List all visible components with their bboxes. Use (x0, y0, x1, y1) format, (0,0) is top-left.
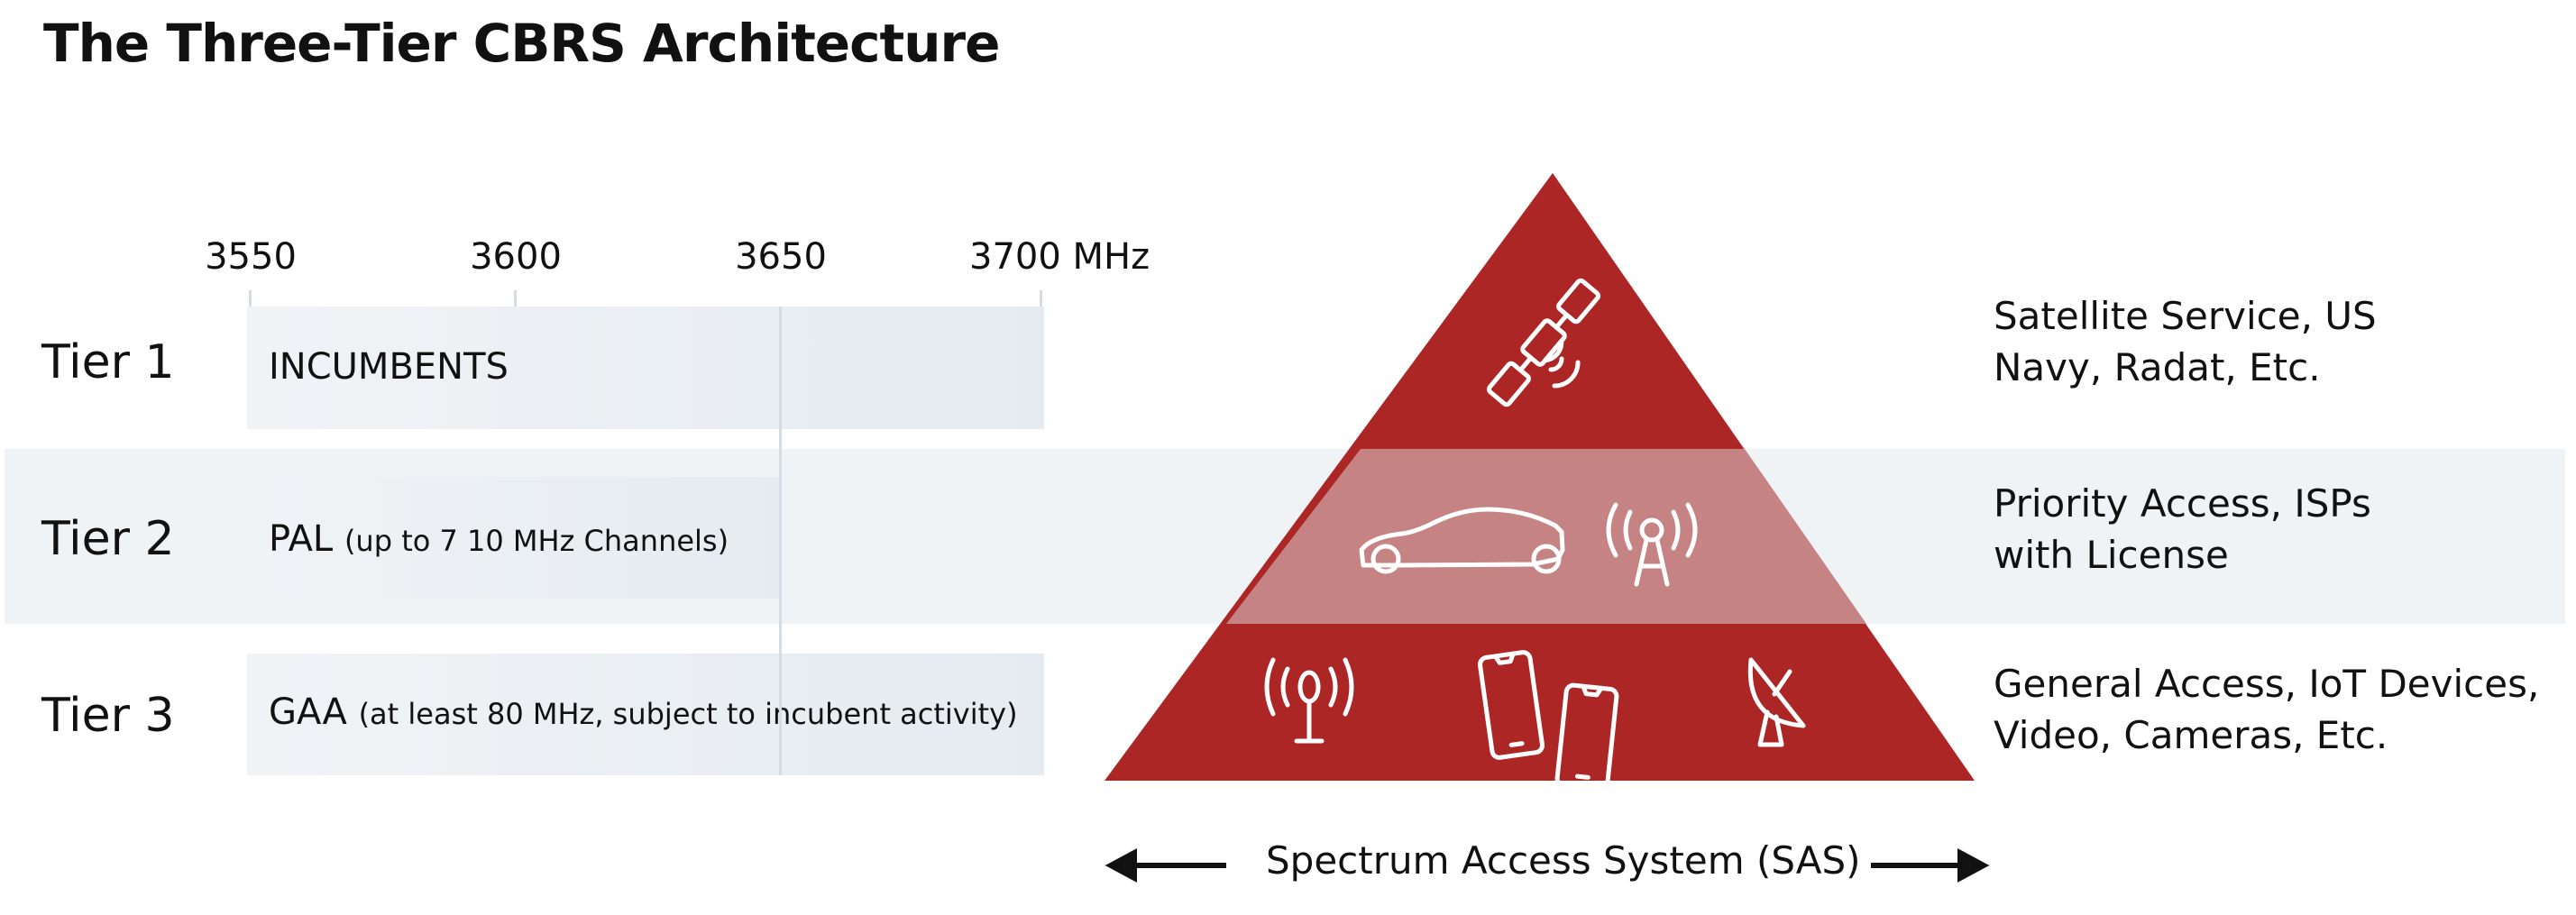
tier1-bar-label: INCUMBENTS (269, 346, 509, 388)
sas-label: Spectrum Access System (SAS) (1266, 838, 1861, 883)
cell-tower-icon (1606, 502, 1698, 587)
sas-arrows (1105, 847, 1990, 883)
tier2-bar-main: PAL (269, 518, 334, 560)
tier3-bar-label: GAA (at least 80 MHz, subject to incuben… (269, 691, 1018, 733)
tick-mark (1040, 290, 1042, 308)
tier3-bar: GAA (at least 80 MHz, subject to incuben… (247, 654, 1044, 775)
right-arrow-icon (1957, 847, 1990, 883)
tick-3600: 3600 (470, 236, 562, 278)
tick-mark (249, 290, 252, 308)
tier2-bar: PAL (up to 7 10 MHz Channels) (247, 477, 781, 599)
satellite-dish-icon (1747, 657, 1806, 747)
left-arrow-icon (1105, 847, 1137, 883)
tick-3700: 3700 MHz (969, 236, 1150, 278)
antenna-icon (1264, 657, 1354, 744)
tier1-bar-main: INCUMBENTS (269, 346, 509, 388)
tick-mark (514, 290, 517, 308)
tier3-bar-main: GAA (269, 691, 347, 733)
tier1-description: Satellite Service, US Navy, Radat, Etc. (1994, 294, 2377, 389)
tier2-description: Priority Access, ISPs with License (1994, 481, 2371, 577)
tier3-description: General Access, IoT Devices, Video, Came… (1994, 662, 2540, 757)
3650-divider-line (779, 307, 782, 775)
tier2-label: Tier 2 (41, 512, 175, 566)
satellite-icon (1486, 278, 1601, 407)
tier1-label: Tier 1 (41, 335, 175, 389)
tier1-bar: INCUMBENTS (247, 307, 1044, 429)
tick-3550: 3550 (205, 236, 297, 278)
tier2-bar-label: PAL (up to 7 10 MHz Channels) (269, 518, 729, 560)
car-icon (1359, 507, 1565, 574)
page-title: The Three-Tier CBRS Architecture (43, 13, 1000, 74)
tier2-bar-sub: (up to 7 10 MHz Channels) (344, 524, 729, 558)
tick-3650: 3650 (735, 236, 827, 278)
smartphones-icon (1478, 650, 1619, 792)
tier3-label: Tier 3 (41, 689, 175, 743)
tier3-bar-sub: (at least 80 MHz, subject to incubent ac… (358, 697, 1018, 731)
